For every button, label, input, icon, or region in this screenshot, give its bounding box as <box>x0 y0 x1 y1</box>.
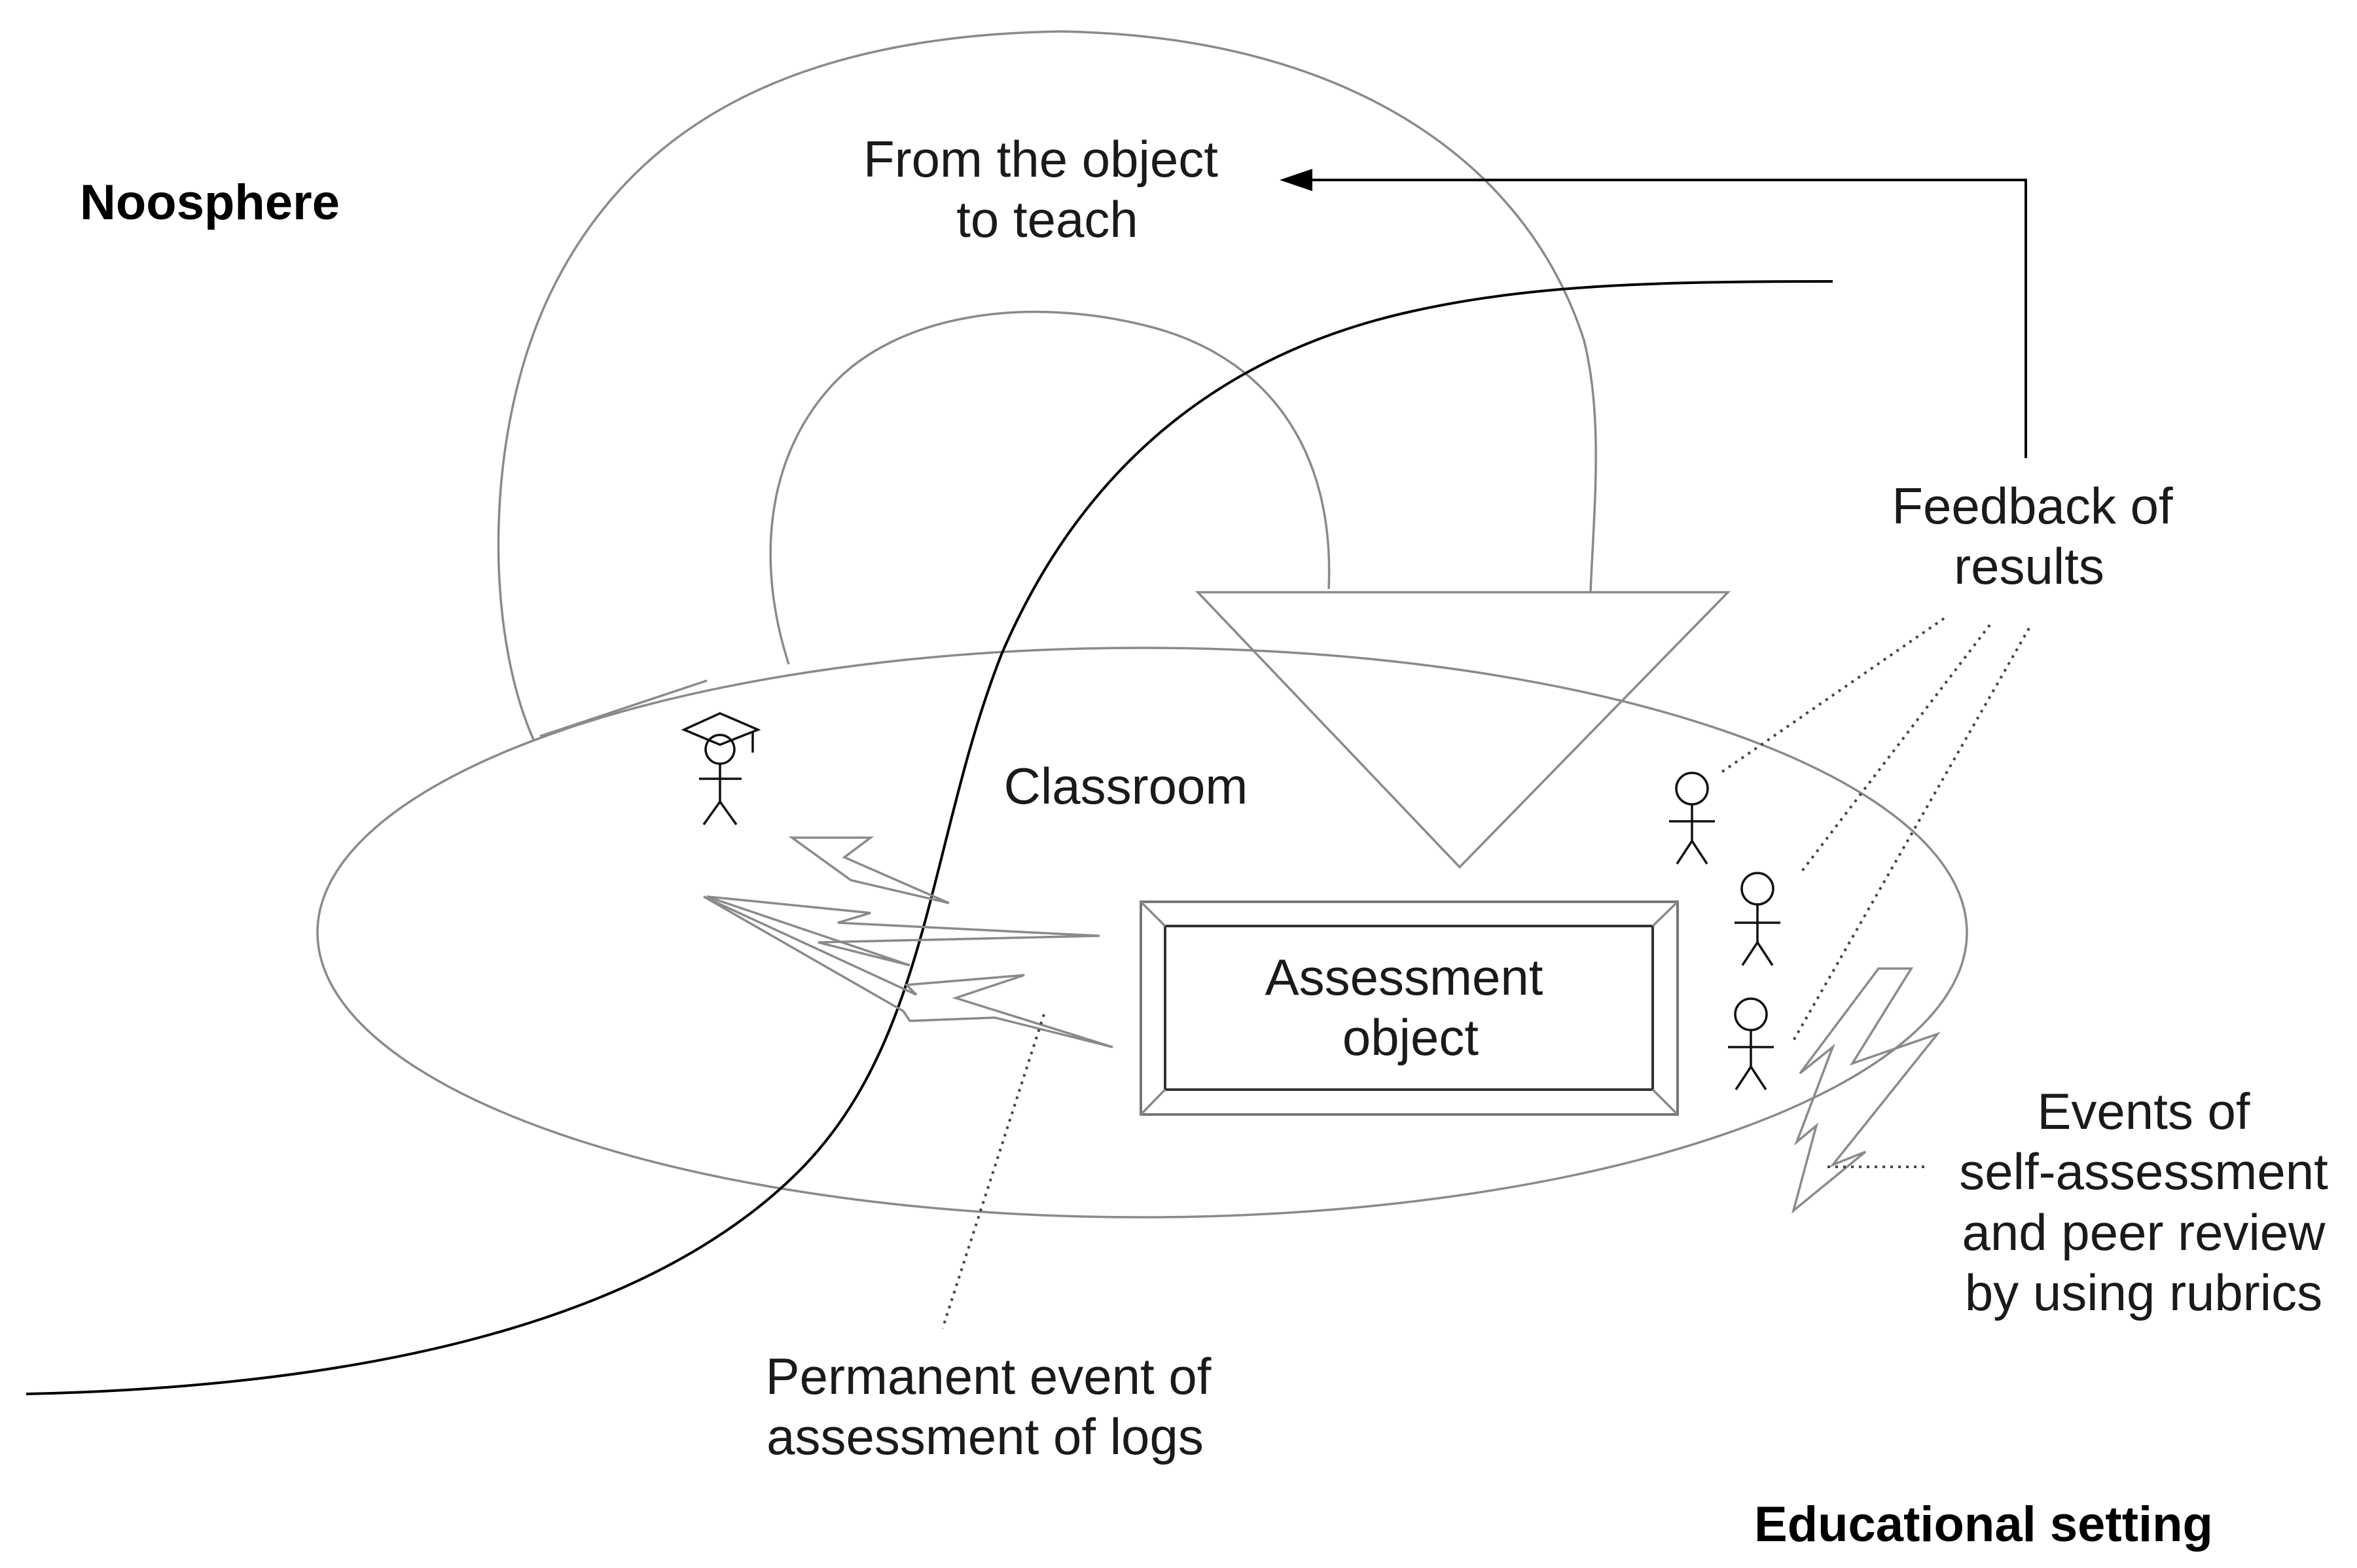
boundary-curve <box>26 280 1833 1395</box>
student-icon-2 <box>1735 872 1780 966</box>
assessment-object-box-outer <box>1140 900 1679 1116</box>
noosphere-label: Noosphere <box>80 175 340 230</box>
leader-feedback-1 <box>1720 617 1945 774</box>
student-icon-1 <box>1669 772 1715 864</box>
student-icon-3 <box>1728 997 1774 1090</box>
feedback-label-line1: Feedback of <box>1892 477 2173 535</box>
outer-arc-tail <box>539 679 708 738</box>
classroom-label: Classroom <box>1004 757 1248 815</box>
assessment-object-label-line1: Assessment <box>1265 948 1543 1006</box>
feedback-arrow-head <box>1280 169 1312 191</box>
events-label-line1: Events of <box>2037 1082 2250 1140</box>
log-lightning-arrow-1 <box>788 836 950 904</box>
classroom-ellipse <box>316 647 1968 1219</box>
inner-transposition-arc <box>769 310 1331 665</box>
permanent-event-label-line1: Permanent event of <box>766 1347 1212 1405</box>
assessment-object-label-line2: object <box>1342 1008 1479 1066</box>
feedback-return-arrow <box>1309 179 2027 458</box>
permanent-event-label-line2: assessment of logs <box>766 1408 1204 1465</box>
teacher-icon <box>681 712 761 826</box>
outer-transposition-arc <box>497 30 1597 740</box>
leader-feedback-3 <box>1792 628 2030 1041</box>
events-label-line2: self-assessment <box>1959 1143 2328 1200</box>
log-lightning-arrow-2 <box>706 895 1100 967</box>
events-label-line4: by using rubrics <box>1965 1264 2322 1321</box>
leader-feedback-2 <box>1799 624 1991 875</box>
from-object-label-line2: to teach <box>956 190 1138 248</box>
log-lightning-arrow-3 <box>703 895 1113 1048</box>
self-assessment-lightning-arrow <box>1791 967 1941 1214</box>
educational-setting-label: Educational setting <box>1754 1497 2213 1552</box>
big-down-arrow <box>1195 591 1731 869</box>
feedback-label-line2: results <box>1954 537 2104 595</box>
assessment-object-box-inner <box>1164 925 1654 1091</box>
leader-permanent <box>941 1014 1045 1329</box>
events-label-line3: and peer review <box>1962 1203 2326 1261</box>
from-object-label-line1: From the object <box>863 130 1218 188</box>
